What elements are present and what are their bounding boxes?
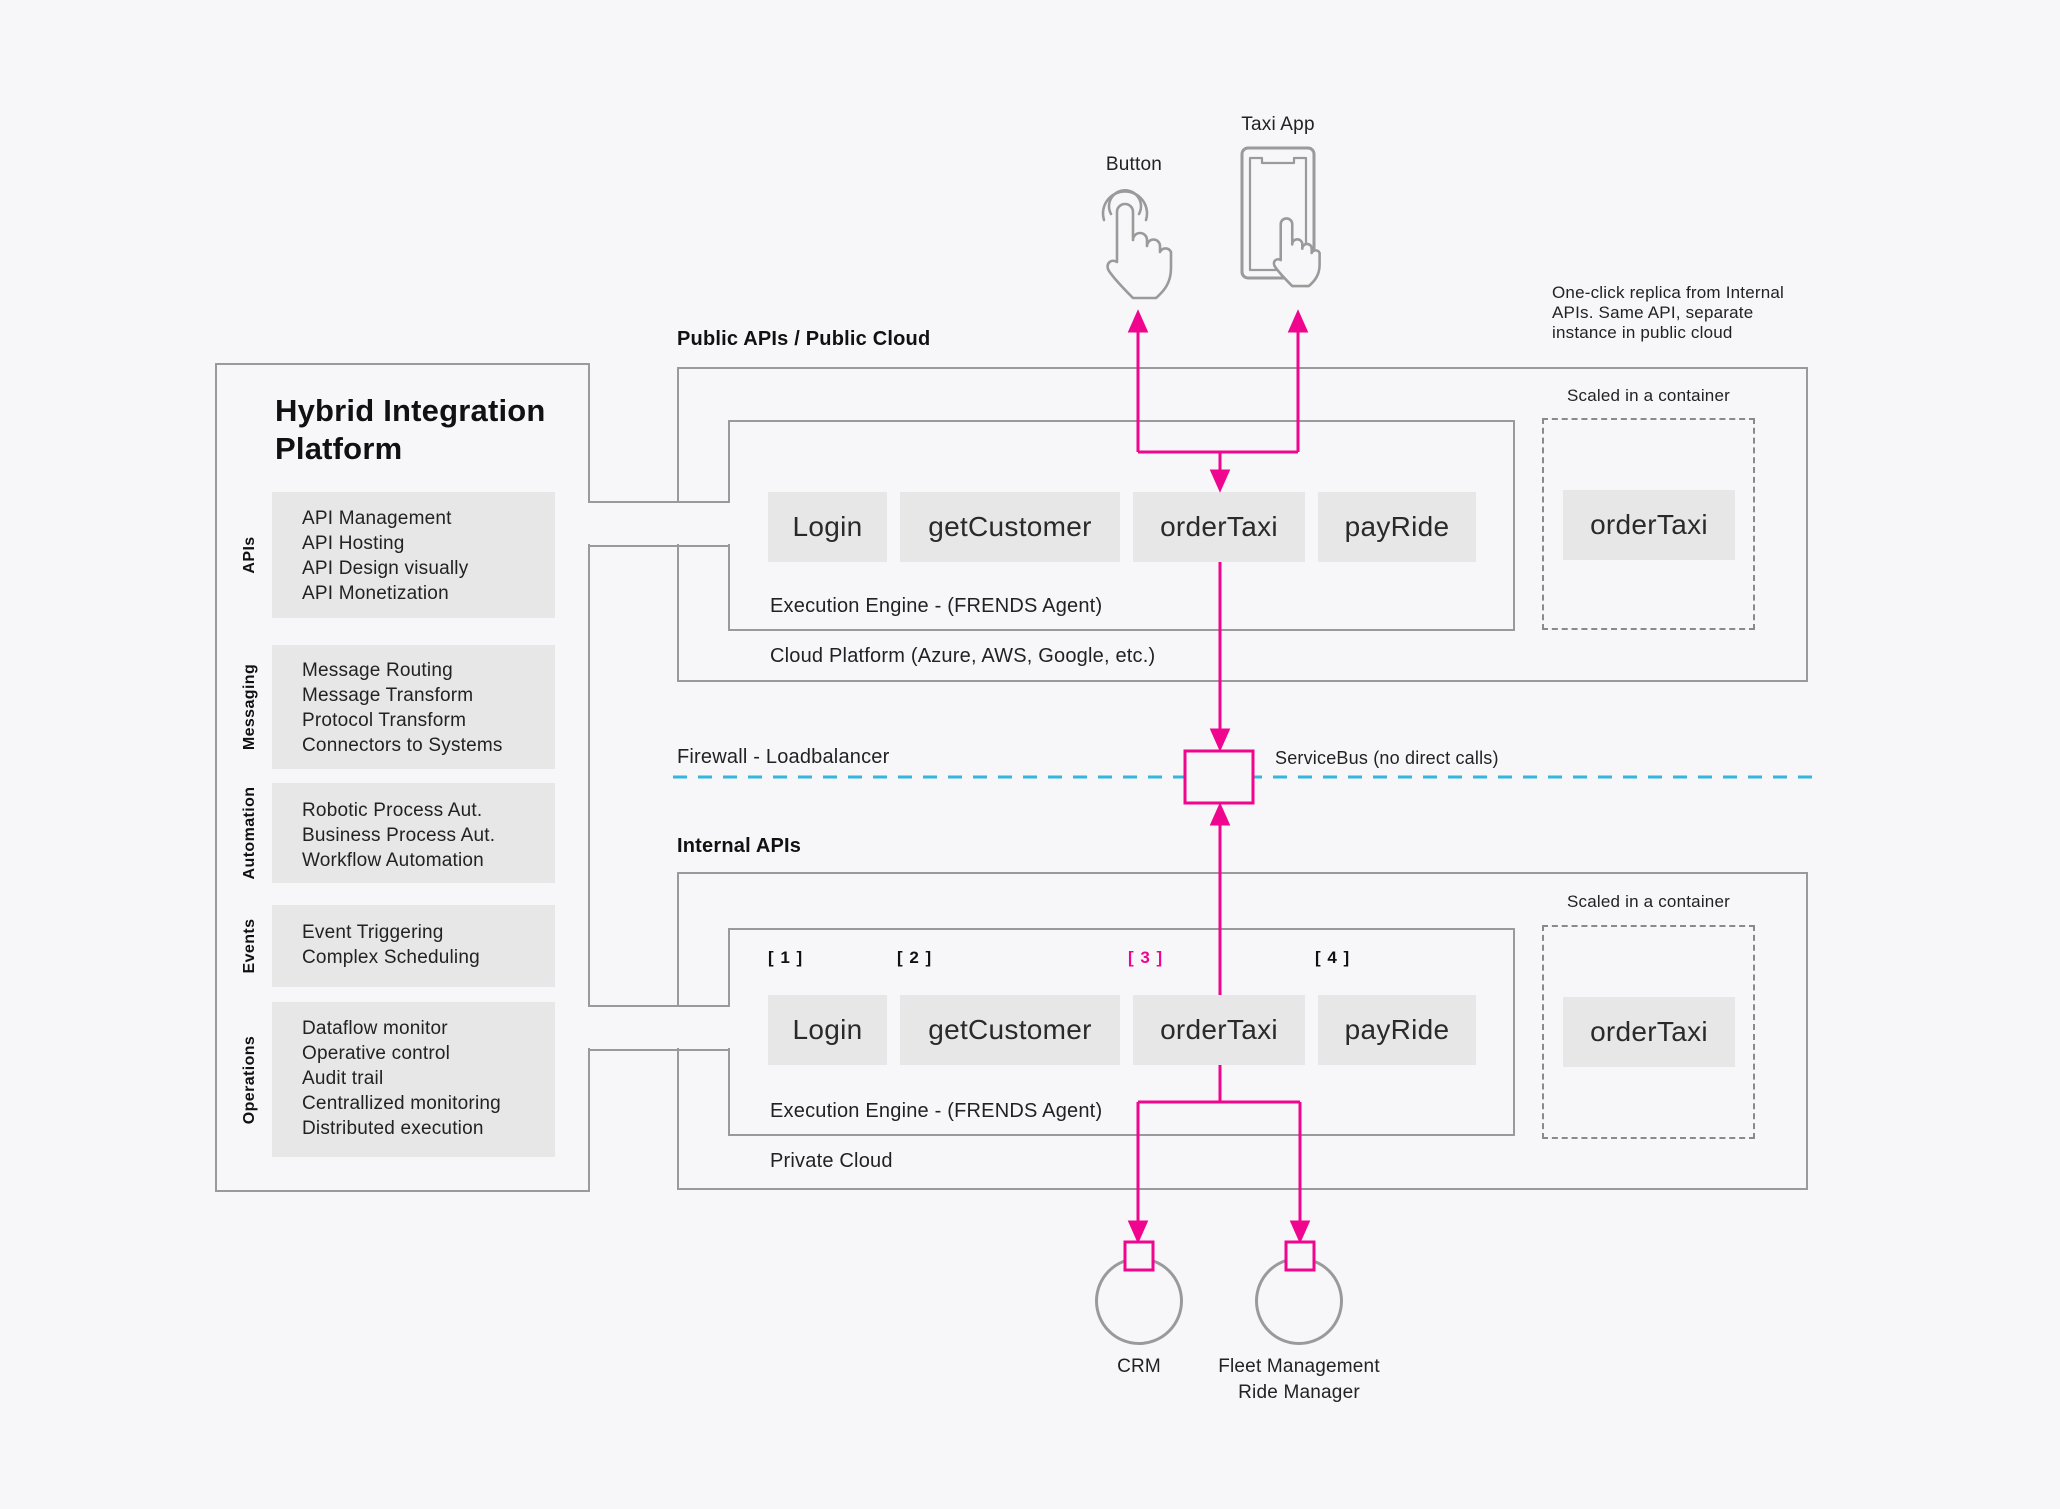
list-item: Event Triggering	[302, 922, 444, 943]
category-label-operations: Operations	[241, 1035, 258, 1125]
tap-button-icon	[1091, 184, 1175, 300]
list-item: Business Process Aut.	[302, 825, 496, 846]
list-item: Connectors to Systems	[302, 735, 503, 756]
panel-automation: Robotic Process Aut. Business Process Au…	[272, 783, 555, 883]
public-replica-ordertaxi-button[interactable]: orderTaxi	[1563, 490, 1735, 560]
public-api-getcustomer-button[interactable]: getCustomer	[900, 492, 1120, 562]
category-label-messaging: Messaging	[241, 663, 258, 751]
panel-apis: API Management API Hosting API Design vi…	[272, 492, 555, 618]
public-scaled-container	[1542, 418, 1755, 630]
internal-step-3: [ 3 ]	[1128, 948, 1164, 967]
category-label-automation: Automation	[241, 786, 258, 880]
internal-platform-label: Private Cloud	[770, 1150, 893, 1172]
corridor-gap	[585, 503, 593, 544]
list-item: API Hosting	[302, 533, 405, 554]
arrowhead-down	[1209, 728, 1231, 752]
category-label-events: Events	[241, 918, 258, 974]
list-item: Operative control	[302, 1043, 451, 1064]
list-item: Centrallized monitoring	[302, 1093, 501, 1114]
button-label: Button	[1105, 154, 1163, 175]
internal-scaled-label: Scaled in a container	[1567, 892, 1730, 911]
corridor-wall	[589, 1049, 729, 1051]
arrowhead-down	[1127, 1220, 1149, 1244]
fleet-label-line1: Fleet Management	[1218, 1356, 1380, 1377]
corridor-gap	[674, 1007, 682, 1048]
fleet-system-node	[1255, 1257, 1343, 1345]
list-item: Message Routing	[302, 660, 453, 681]
panel-messaging: Message Routing Message Transform Protoc…	[272, 645, 555, 769]
list-item: API Management	[302, 508, 452, 529]
list-item: Protocol Transform	[302, 710, 467, 731]
list-item: Complex Scheduling	[302, 947, 480, 968]
list-item: Robotic Process Aut.	[302, 800, 483, 821]
public-api-payride-button[interactable]: payRide	[1318, 492, 1476, 562]
list-item: Distributed execution	[302, 1118, 484, 1139]
corridor-wall	[589, 1005, 729, 1007]
corridor-wall	[589, 545, 729, 547]
internal-api-getcustomer-button[interactable]: getCustomer	[900, 995, 1120, 1065]
corridor-gap	[725, 1007, 733, 1048]
servicebus-node	[1183, 749, 1255, 805]
sidebar-title: Hybrid Integration Platform	[275, 393, 546, 466]
internal-replica-ordertaxi-button[interactable]: orderTaxi	[1563, 997, 1735, 1067]
panel-events: Event Triggering Complex Scheduling	[272, 905, 555, 987]
firewall-label: Firewall - Loadbalancer	[677, 746, 890, 768]
taxi-app-phone-icon	[1240, 146, 1332, 294]
public-section-label: Public APIs / Public Cloud	[677, 328, 931, 350]
internal-scaled-container	[1542, 925, 1755, 1139]
corridor-gap	[725, 503, 733, 544]
public-engine-label: Execution Engine - (FRENDS Agent)	[770, 595, 1103, 617]
list-item: Message Transform	[302, 685, 474, 706]
internal-engine-label: Execution Engine - (FRENDS Agent)	[770, 1100, 1103, 1122]
internal-api-login-button[interactable]: Login	[768, 995, 887, 1065]
crm-label: CRM	[1117, 1356, 1161, 1377]
list-item: API Monetization	[302, 583, 449, 604]
list-item: Audit trail	[302, 1068, 384, 1089]
panel-operations: Dataflow monitor Operative control Audit…	[272, 1002, 555, 1157]
internal-api-payride-button[interactable]: payRide	[1318, 995, 1476, 1065]
internal-step-1: [ 1 ]	[768, 948, 804, 967]
taxi-app-label: Taxi App	[1241, 114, 1315, 135]
public-api-login-button[interactable]: Login	[768, 492, 887, 562]
arrowhead-up	[1209, 802, 1231, 826]
arrowhead-down	[1289, 1220, 1311, 1244]
corridor-wall	[589, 501, 729, 503]
public-platform-label: Cloud Platform (Azure, AWS, Google, etc.…	[770, 645, 1156, 667]
list-item: Dataflow monitor	[302, 1018, 448, 1039]
servicebus-label: ServiceBus (no direct calls)	[1275, 748, 1499, 768]
corridor-gap	[674, 503, 682, 544]
internal-step-4: [ 4 ]	[1315, 948, 1351, 967]
internal-api-ordertaxi-button[interactable]: orderTaxi	[1133, 995, 1305, 1065]
public-scaled-label: Scaled in a container	[1567, 386, 1730, 405]
public-api-ordertaxi-button[interactable]: orderTaxi	[1133, 492, 1305, 562]
internal-section-label: Internal APIs	[677, 835, 802, 857]
list-item: API Design visually	[302, 558, 469, 579]
list-item: Workflow Automation	[302, 850, 484, 871]
arrowhead-up	[1287, 309, 1309, 333]
crm-system-node	[1095, 1257, 1183, 1345]
hybrid-platform-box	[215, 363, 590, 1192]
internal-step-2: [ 2 ]	[897, 948, 933, 967]
arrowhead-up	[1127, 309, 1149, 333]
corridor-gap	[585, 1007, 593, 1048]
category-label-apis: APIs	[241, 536, 258, 574]
replica-note: One-click replica from Internal APIs. Sa…	[1552, 283, 1784, 342]
fleet-label-line2: Ride Manager	[1238, 1382, 1360, 1403]
